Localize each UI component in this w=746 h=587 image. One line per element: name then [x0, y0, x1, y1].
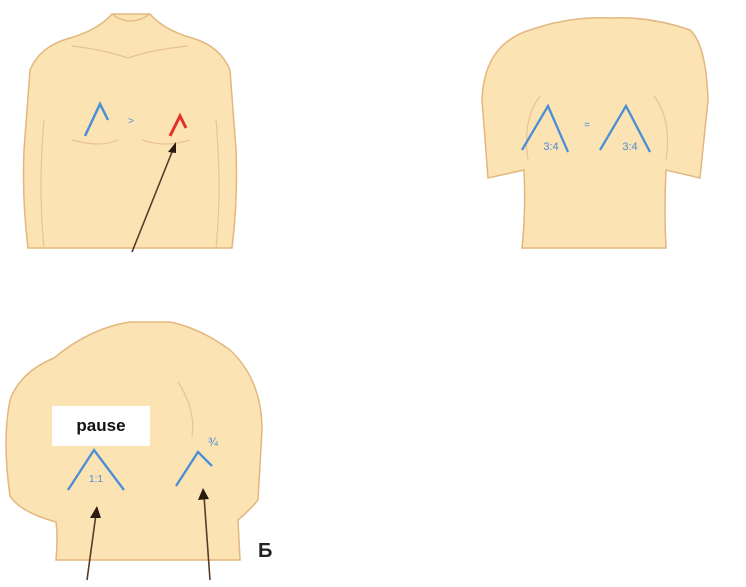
- torso-back: [482, 18, 708, 248]
- pause-label: pause: [52, 406, 150, 446]
- figure-label: Б: [258, 540, 272, 563]
- torso-front: [24, 14, 237, 248]
- lower-ratio-right: ¾: [208, 435, 219, 449]
- front-comparison-sign: >: [128, 116, 134, 127]
- lower-chest-illustration: 1:1 ¾: [0, 300, 300, 587]
- back-illustration: 3:4 = 3:4: [470, 0, 746, 260]
- back-comparison-sign: =: [584, 120, 590, 131]
- back-ratio-right: 3:4: [622, 141, 637, 153]
- front-chest-panel: >: [0, 0, 260, 260]
- lower-chest-panel: 1:1 ¾: [0, 300, 300, 587]
- front-chest-illustration: >: [0, 0, 260, 260]
- lower-ratio-left: 1:1: [89, 474, 103, 485]
- back-ratio-left: 3:4: [543, 141, 558, 153]
- back-panel: 3:4 = 3:4: [470, 0, 746, 260]
